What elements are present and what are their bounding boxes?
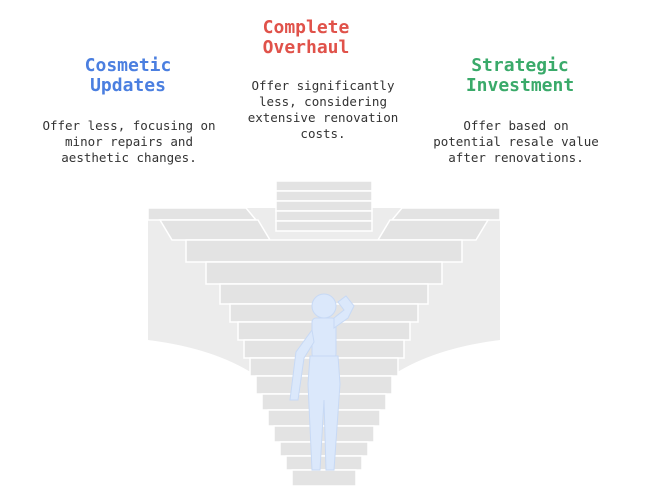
thinking-person-icon <box>289 293 355 471</box>
cosmetic-updates-title: Cosmetic Updates <box>84 55 172 96</box>
strategic-investment-title: Strategic Investment <box>465 55 575 96</box>
complete-overhaul-description: Offer significantly less, considering ex… <box>247 78 399 141</box>
cosmetic-updates-description: Offer less, focusing on minor repairs an… <box>42 118 216 165</box>
strategic-investment-description: Offer based on potential resale value af… <box>433 118 599 165</box>
complete-overhaul-title: Complete Overhaul <box>262 17 350 58</box>
